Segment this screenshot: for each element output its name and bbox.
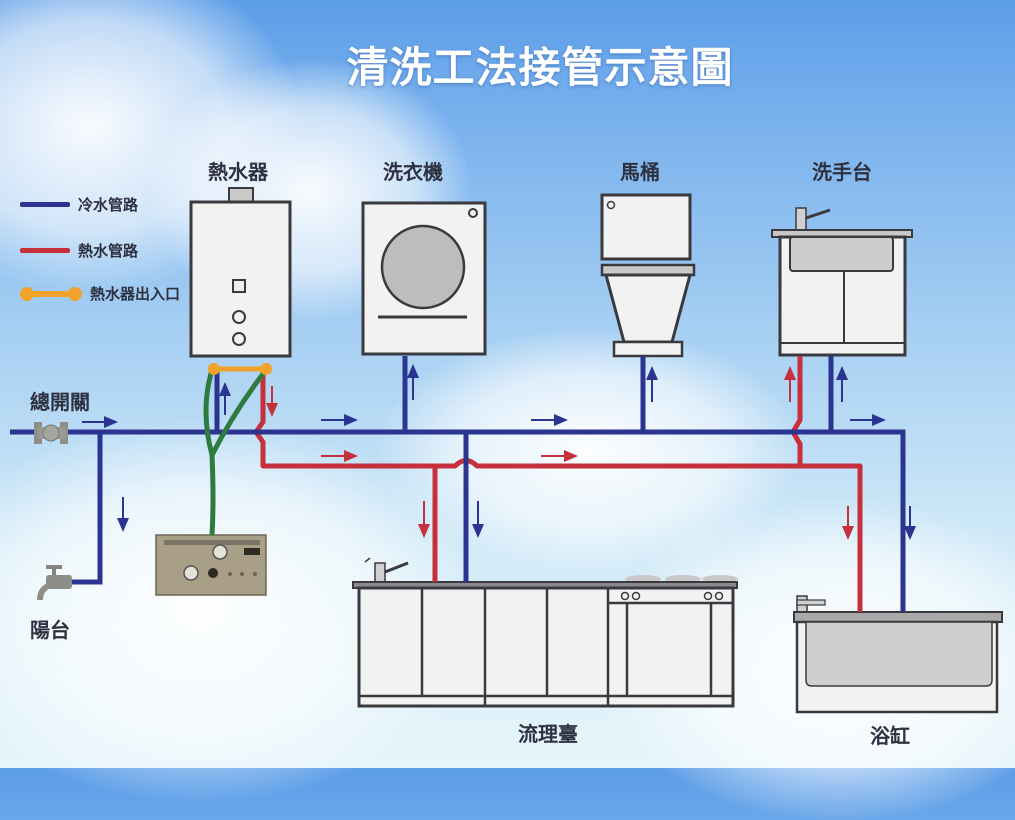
bathtub-rim bbox=[793, 611, 1003, 623]
heater-knob bbox=[232, 332, 246, 346]
machine-led bbox=[253, 572, 257, 576]
machine-led bbox=[228, 572, 232, 576]
balcony-tap[interactable] bbox=[37, 565, 72, 601]
machine-gauge bbox=[183, 565, 199, 581]
heater-display bbox=[232, 279, 246, 293]
washer-door bbox=[380, 224, 466, 310]
cold-water-pipes bbox=[10, 356, 906, 612]
legend-hot-water: 熱水管路 bbox=[20, 240, 138, 261]
label-bathtub: 浴缸 bbox=[870, 724, 910, 748]
plumbing-diagram bbox=[10, 187, 1003, 714]
heater-knob bbox=[232, 310, 246, 324]
basin-faucet bbox=[795, 207, 807, 231]
legend-label: 冷水管路 bbox=[78, 196, 139, 214]
washer-indicator bbox=[468, 208, 478, 218]
legend-swatch-heater-port bbox=[20, 286, 82, 301]
basin-faucet-handle bbox=[805, 208, 831, 220]
kitchen-faucet-handle bbox=[384, 561, 409, 574]
legend-cold-water: 冷水管路 bbox=[20, 194, 138, 215]
legend-swatch-cold bbox=[20, 202, 70, 207]
machine-led bbox=[240, 572, 244, 576]
valve-wheel bbox=[42, 424, 60, 442]
flow-arrows bbox=[82, 364, 916, 540]
diagram-title: 清洗工法接管示意圖 bbox=[346, 43, 734, 92]
machine-label bbox=[164, 540, 260, 545]
toilet bbox=[600, 193, 696, 358]
bathtub-spout bbox=[796, 599, 826, 606]
machine-switch bbox=[208, 568, 218, 578]
legend-label: 熱水管路 bbox=[78, 242, 139, 260]
toilet-bowl bbox=[604, 273, 692, 344]
cold-pipe-main bbox=[10, 429, 906, 612]
heater-outlet bbox=[260, 363, 272, 375]
toilet-tank bbox=[600, 193, 692, 261]
machine-gauge bbox=[212, 544, 228, 560]
washing-machine bbox=[361, 201, 487, 356]
stove-knob bbox=[703, 591, 713, 601]
machine-display bbox=[244, 548, 260, 555]
stove-knob bbox=[714, 591, 724, 601]
kitchen-counter bbox=[352, 557, 738, 708]
label-water-heater: 熱水器 bbox=[208, 160, 268, 184]
legend-swatch-hot bbox=[20, 248, 70, 253]
cleaning-machine bbox=[155, 534, 267, 596]
label-toilet: 馬桶 bbox=[620, 160, 660, 184]
label-kitchen-sink: 流理臺 bbox=[518, 722, 578, 746]
heater-vent bbox=[228, 187, 254, 203]
tap-body bbox=[46, 575, 72, 589]
label-balcony: 陽台 bbox=[30, 618, 70, 642]
cleaning-hose bbox=[203, 368, 268, 536]
label-washing-machine: 洗衣機 bbox=[383, 160, 443, 184]
heater-inlet bbox=[208, 363, 220, 375]
label-wash-basin: 洗手台 bbox=[812, 160, 872, 184]
bathtub bbox=[793, 595, 1003, 714]
tap-handle bbox=[46, 565, 62, 575]
hot-pipe-main bbox=[253, 370, 863, 612]
toilet-base bbox=[612, 340, 684, 358]
legend-heater-port: 熱水器出入口 bbox=[20, 283, 180, 304]
water-heater bbox=[189, 187, 292, 358]
wash-basin bbox=[771, 207, 913, 357]
stove-knob bbox=[631, 591, 641, 601]
kitchen-spout bbox=[364, 557, 371, 563]
cold-pipe-balcony bbox=[70, 432, 103, 585]
legend-label: 熱水器出入口 bbox=[90, 285, 181, 303]
tap-spout bbox=[37, 583, 50, 601]
kitchen-faucet bbox=[374, 562, 386, 584]
hot-pipe-basin bbox=[790, 356, 803, 466]
heater-ports bbox=[208, 363, 272, 375]
stove-knob bbox=[620, 591, 630, 601]
hose-segment bbox=[209, 368, 268, 457]
main-valve[interactable] bbox=[34, 422, 68, 444]
hot-water-pipes bbox=[253, 356, 863, 612]
bathtub-basin bbox=[805, 621, 993, 687]
toilet-flush-button bbox=[606, 200, 616, 210]
basin-sink bbox=[789, 236, 894, 272]
label-main-valve: 總開關 bbox=[30, 390, 90, 414]
